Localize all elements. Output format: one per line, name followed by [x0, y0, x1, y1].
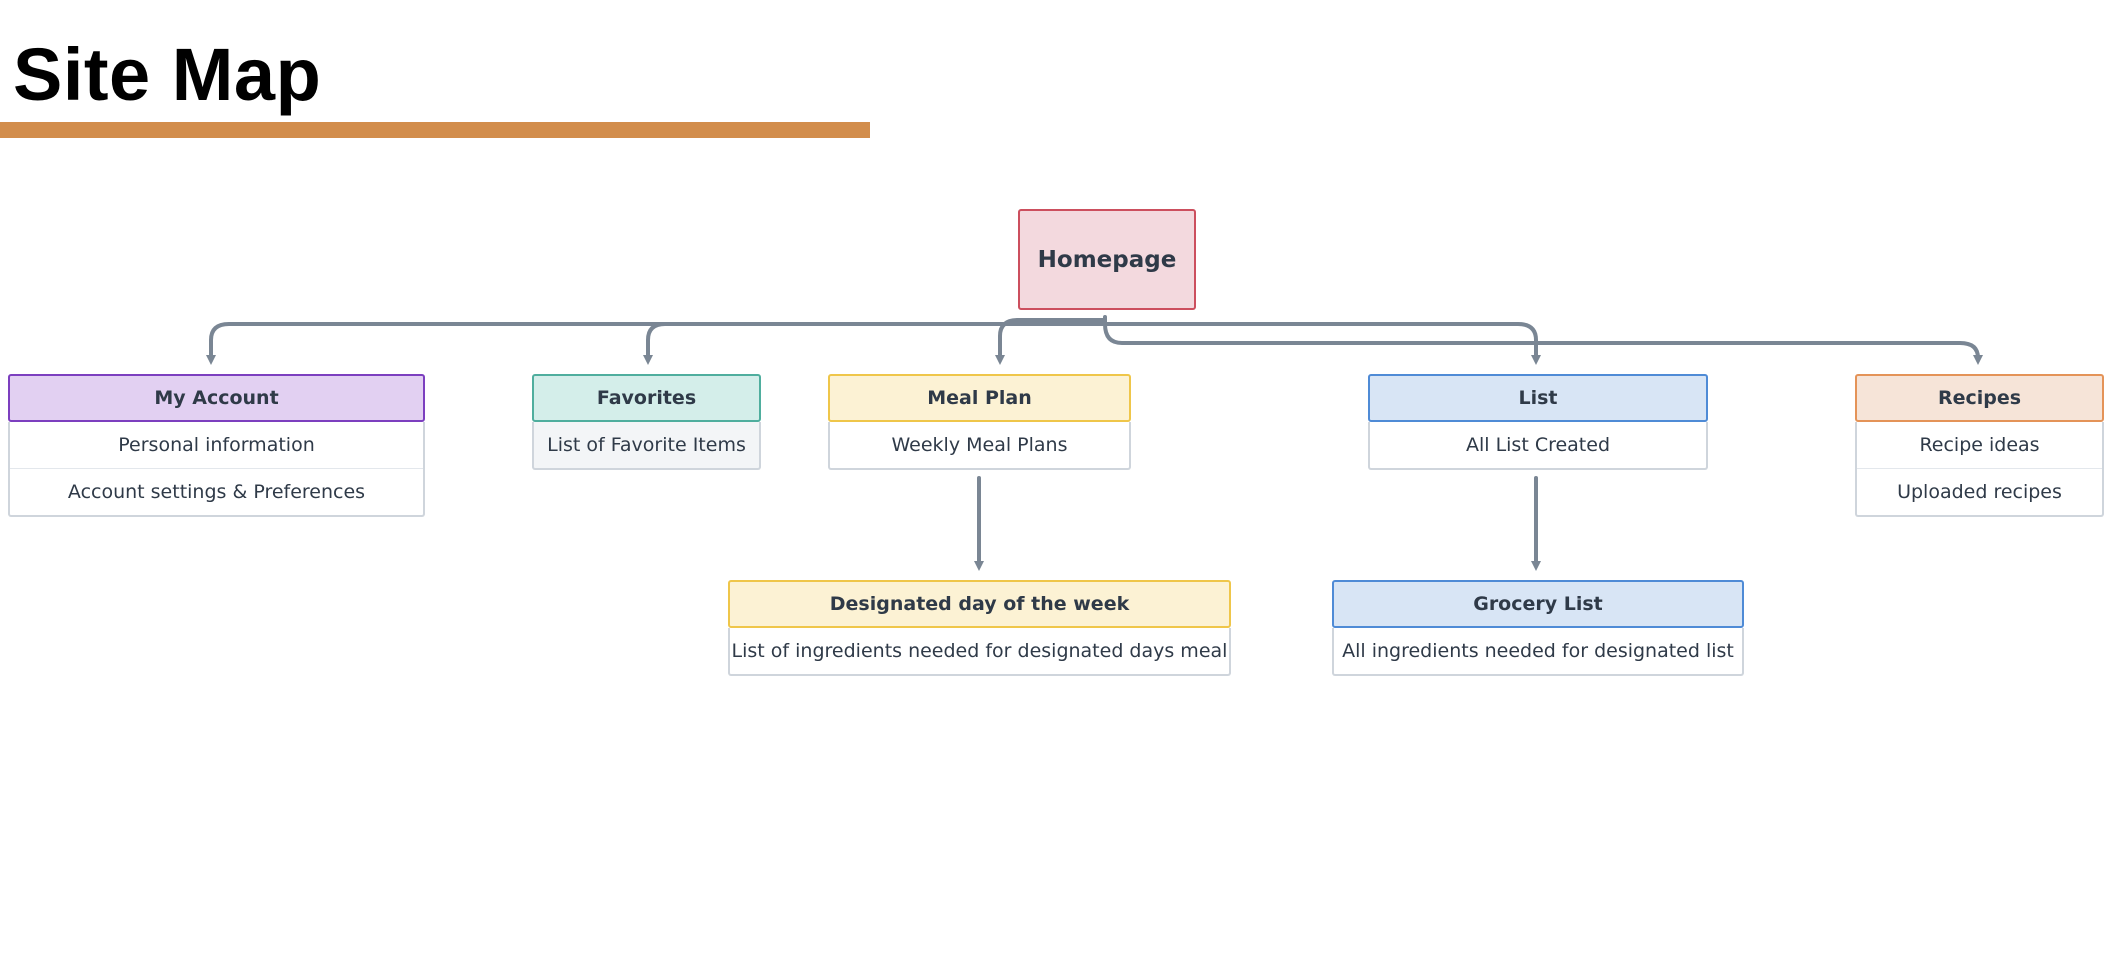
list-item: Weekly Meal Plans	[891, 434, 1068, 456]
grocery-list-label: Grocery List	[1473, 593, 1603, 615]
homepage-node[interactable]: Homepage	[1018, 209, 1196, 310]
connector-recipes	[1103, 322, 1983, 365]
recipes-items: Recipe ideas Uploaded recipes	[1855, 422, 2104, 517]
list-item: List of ingredients needed for designate…	[731, 640, 1228, 662]
designated-day-header: Designated day of the week	[728, 580, 1231, 628]
recipes-header: Recipes	[1855, 374, 2104, 422]
designated-day-items: List of ingredients needed for designate…	[728, 628, 1231, 676]
list-item: Uploaded recipes	[1857, 468, 2102, 515]
list-header: List	[1368, 374, 1708, 422]
list-label: List	[1518, 387, 1558, 409]
connector-meal-plan	[995, 318, 1107, 365]
favorites-header: Favorites	[532, 374, 761, 422]
recipes-node[interactable]: Recipes Recipe ideas Uploaded recipes	[1855, 374, 2104, 517]
meal-plan-node[interactable]: Meal Plan Weekly Meal Plans	[828, 374, 1131, 470]
list-item: List of Favorite Items	[547, 434, 746, 456]
list-item: Account settings & Preferences	[10, 468, 423, 515]
favorites-node[interactable]: Favorites List of Favorite Items	[532, 374, 761, 470]
meal-plan-label: Meal Plan	[927, 387, 1032, 409]
recipes-label: Recipes	[1937, 387, 2022, 409]
list-items: All List Created	[1368, 422, 1708, 470]
my-account-node[interactable]: My Account Personal information Account …	[8, 374, 425, 517]
page-title: Site Map	[13, 33, 322, 116]
title-underline	[0, 122, 870, 138]
list-item: Personal information	[118, 434, 315, 456]
my-account-label: My Account	[154, 387, 279, 409]
my-account-items: Personal information Account settings & …	[8, 422, 425, 517]
designated-day-node[interactable]: Designated day of the week List of ingre…	[728, 580, 1231, 676]
list-item: All ingredients needed for designated li…	[1342, 640, 1734, 662]
my-account-header: My Account	[8, 374, 425, 422]
list-item: Recipe ideas	[1919, 434, 2040, 456]
favorites-label: Favorites	[596, 387, 697, 409]
meal-plan-items: Weekly Meal Plans	[828, 422, 1131, 470]
favorites-items: List of Favorite Items	[532, 422, 761, 470]
grocery-list-node[interactable]: Grocery List All ingredients needed for …	[1332, 580, 1744, 676]
connector-my-account	[206, 315, 1107, 365]
grocery-list-header: Grocery List	[1332, 580, 1744, 628]
list-item: All List Created	[1465, 434, 1611, 456]
homepage-label: Homepage	[1037, 246, 1177, 273]
list-node[interactable]: List All List Created	[1368, 374, 1708, 470]
grocery-list-items: All ingredients needed for designated li…	[1332, 628, 1744, 676]
designated-day-label: Designated day of the week	[829, 593, 1130, 615]
meal-plan-header: Meal Plan	[828, 374, 1131, 422]
connector-favorites	[643, 322, 1107, 365]
connector-list	[1103, 322, 1541, 365]
